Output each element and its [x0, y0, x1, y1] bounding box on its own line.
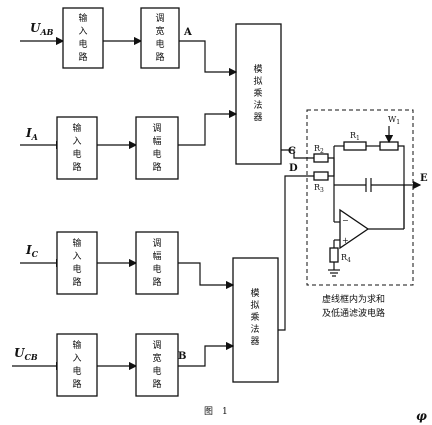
block-char: 幅	[152, 135, 161, 147]
block-char: 调	[152, 238, 161, 249]
input-circuit-block-1	[62, 7, 104, 69]
wire-w1-to-output	[398, 145, 405, 229]
wire-a-to-mult1	[179, 40, 238, 77]
block-char: 电	[152, 148, 161, 160]
block-char: 调	[155, 13, 164, 24]
block-char: 输	[78, 12, 87, 24]
input-circuit-text-2: 输入电路	[72, 122, 81, 173]
block-char: 输	[72, 237, 81, 249]
input-circuit-text-1: 输入电路	[78, 12, 87, 63]
w1-label: W1	[388, 115, 400, 126]
input-ic-label: IC	[25, 243, 39, 259]
multiplier-block-2	[232, 257, 279, 383]
multiplier-text-2: 模拟乘法器	[250, 288, 259, 347]
block-char: 路	[72, 161, 81, 173]
pwm-text-2: 调宽电路	[152, 340, 161, 390]
am-block-1	[135, 116, 179, 180]
wire-b-to-mult2	[178, 341, 235, 367]
node-a-label: A	[183, 27, 192, 38]
block-char: 输	[72, 339, 81, 351]
figure-caption: 图 1	[204, 406, 228, 417]
input-ia-label: IA	[25, 126, 38, 142]
block-char: 模	[253, 64, 262, 75]
node-d-label: D	[289, 163, 298, 174]
block-char: 输	[72, 122, 81, 134]
op-amp-plus: +	[342, 236, 349, 245]
dashed-box-caption-line-1: 虚线框内为求和	[322, 293, 385, 305]
block-char: 调	[152, 123, 161, 134]
block-char: 宽	[155, 25, 164, 37]
block-char: 法	[250, 323, 259, 335]
block-char: 入	[72, 353, 81, 364]
r3-label: R3	[314, 183, 324, 194]
block-char: 路	[78, 51, 87, 63]
block-char: 电	[155, 38, 164, 50]
block-char: 路	[72, 276, 81, 288]
wire-d	[278, 175, 314, 331]
block-char: 路	[152, 161, 161, 173]
resistor-r3	[313, 171, 329, 181]
am-text-1: 调幅电路	[152, 123, 161, 173]
input-circuit-block-2	[56, 116, 98, 180]
block-char: 器	[253, 112, 262, 123]
dashed-box-caption-line-2: 及低通滤波电路	[322, 307, 385, 319]
block-char: 电	[72, 263, 81, 275]
wire-sum-node	[328, 157, 335, 177]
input-uab-label: UAB	[30, 21, 54, 37]
block-char: 路	[155, 51, 164, 63]
resistor-r4	[329, 247, 339, 263]
block-char: 幅	[152, 250, 161, 262]
block-char: 路	[152, 276, 161, 288]
block-char: 入	[78, 26, 87, 37]
r2-label: R2	[314, 144, 324, 155]
wire-am2-to-mult2	[178, 262, 235, 290]
wire-am1-to-mult1	[178, 109, 238, 146]
multiplier-block-1	[235, 23, 282, 165]
block-char: 电	[152, 365, 161, 377]
corner-mark: φ	[416, 409, 427, 423]
r4-label: R4	[341, 253, 351, 264]
block-char: 调	[152, 340, 161, 351]
block-char: 电	[72, 148, 81, 160]
wire-c	[281, 149, 314, 159]
r1-label: R1	[350, 131, 360, 142]
node-b-label: B	[178, 351, 186, 362]
resistor-r2	[313, 153, 329, 163]
input-circuit-block-4	[56, 333, 98, 397]
block-char: 入	[72, 136, 81, 147]
summing-filter-dashed-box	[306, 109, 414, 286]
input-circuit-text-4: 输入电路	[72, 339, 81, 390]
multiplier-text-1: 模拟乘法器	[253, 64, 262, 123]
node-c-label: C	[288, 146, 296, 157]
potentiometer-w1	[379, 141, 399, 151]
block-char: 乘	[250, 311, 259, 323]
block-char: 入	[72, 251, 81, 262]
pwm-text-1: 调宽电路	[155, 13, 164, 63]
block-char: 路	[152, 378, 161, 390]
block-char: 宽	[152, 352, 161, 364]
input-circuit-text-3: 输入电路	[72, 237, 81, 288]
block-char: 电	[152, 263, 161, 275]
pwm-block-1	[140, 7, 180, 69]
pwm-block-2	[135, 333, 179, 397]
resistor-r1	[343, 141, 367, 151]
block-char: 电	[78, 38, 87, 50]
block-char: 模	[250, 288, 259, 299]
block-char: 法	[253, 99, 262, 111]
input-circuit-block-3	[56, 231, 98, 295]
block-char: 路	[72, 378, 81, 390]
op-amp	[339, 208, 370, 250]
block-char: 电	[72, 365, 81, 377]
block-char: 器	[250, 336, 259, 347]
am-text-2: 调幅电路	[152, 238, 161, 288]
input-ucb-label: UCB	[14, 346, 38, 362]
op-amp-minus: −	[342, 216, 349, 225]
block-char: 拟	[253, 75, 262, 87]
block-char: 乘	[253, 87, 262, 99]
block-char: 拟	[250, 299, 259, 311]
node-e-label: E	[420, 173, 428, 184]
